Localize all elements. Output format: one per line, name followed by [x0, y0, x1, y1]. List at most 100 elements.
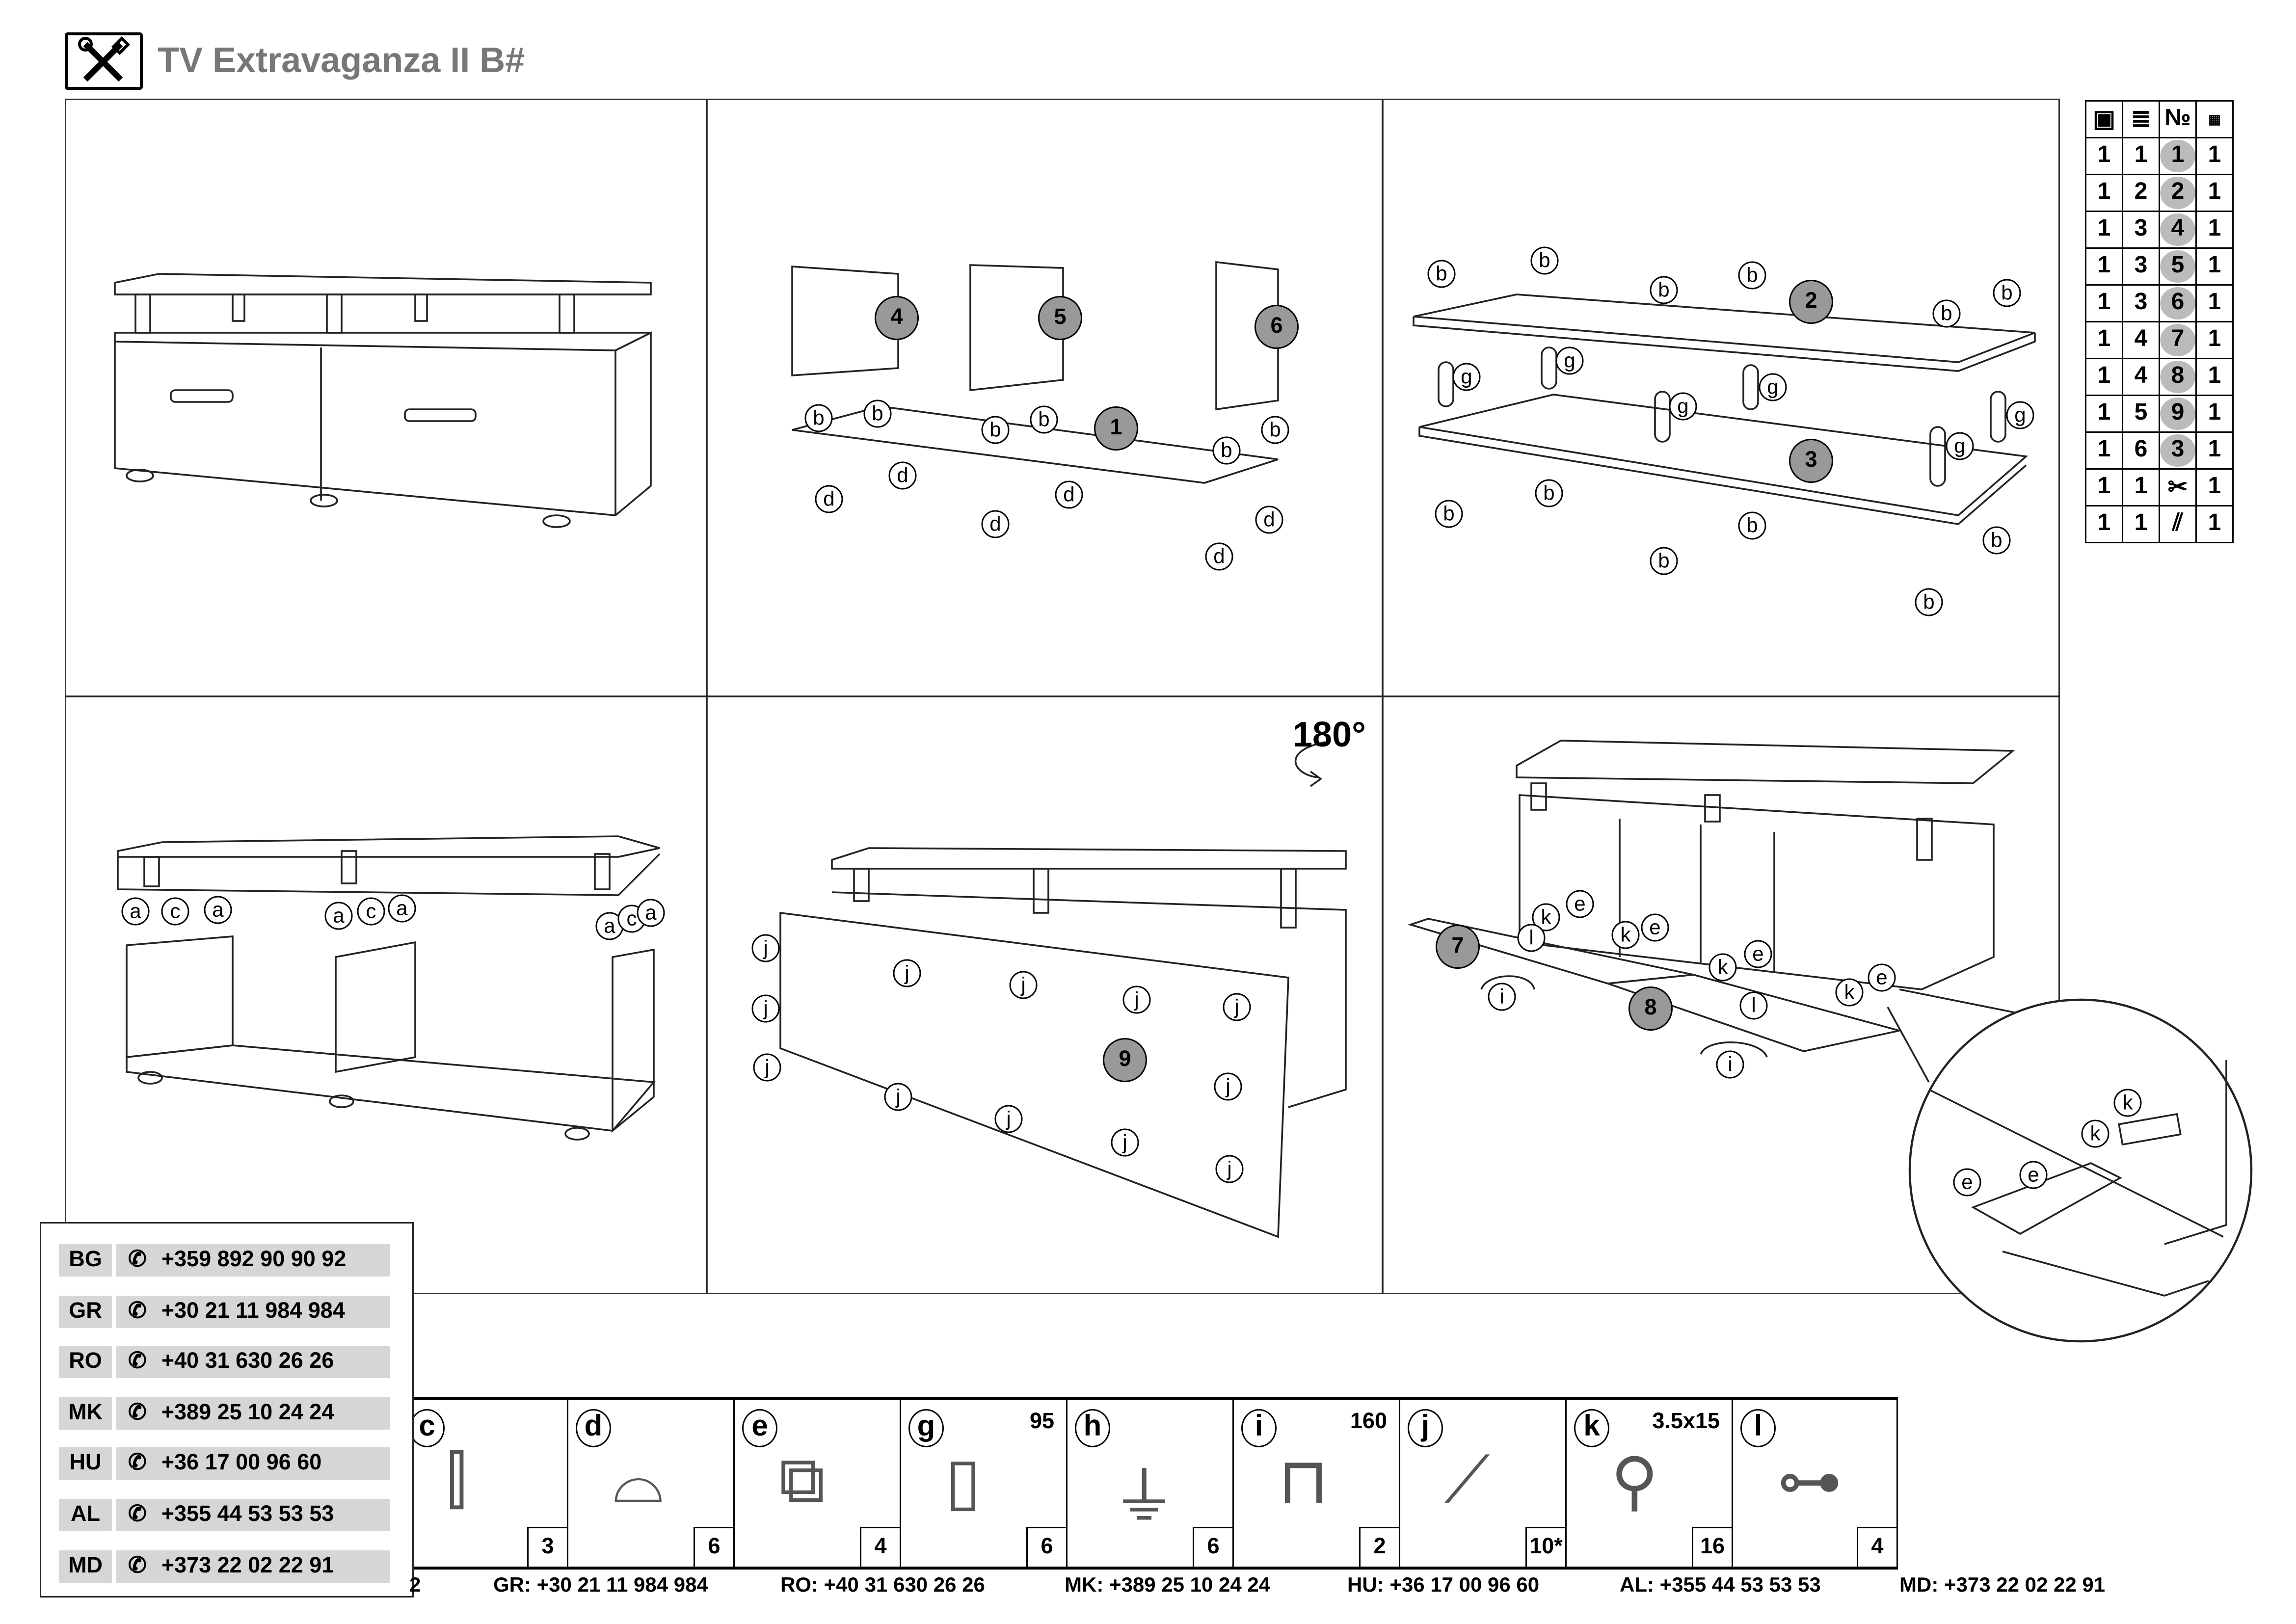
country-code: RO [59, 1346, 112, 1379]
phone-icon: ✆ [128, 1451, 147, 1476]
part-qty: 1 [2195, 174, 2234, 212]
hardware-letter: d [576, 1409, 611, 1447]
part-number-callout: 7 [1436, 925, 1480, 969]
phone-number: ✆+36 17 00 96 60 [116, 1448, 390, 1481]
hardware-qty: 3 [527, 1527, 567, 1567]
pack-number: 5 [2122, 395, 2160, 433]
pack-number: 1 [2122, 468, 2160, 506]
footer-bg-tail: 2 [409, 1572, 421, 1596]
hardware-callout: b [804, 404, 833, 432]
pack-number: 3 [2122, 211, 2160, 249]
hardware-size: 160 [1350, 1409, 1387, 1434]
phone-number: ✆ +355 44 53 53 53 [116, 1499, 390, 1531]
phone-number-text: +389 25 10 24 24 [161, 1400, 334, 1425]
part-qty: 1 [2195, 247, 2234, 286]
hardware-callout: a [637, 899, 665, 927]
hardware-callout: b [1738, 511, 1766, 540]
hardware-size: 95 [1029, 1409, 1054, 1434]
footer-item: AL: +355 44 53 53 53 [1620, 1572, 1821, 1596]
hardware-letter: k [1574, 1409, 1609, 1447]
phone-icon: ✆ [128, 1298, 147, 1323]
connector-icon: ⏚ [1112, 1462, 1176, 1534]
part-number-badge: 5 [2160, 250, 2195, 283]
country-code: BG [59, 1244, 112, 1277]
phone-icon: ✆ [128, 1349, 147, 1374]
hardware-letter: h [1075, 1409, 1110, 1447]
pack-number: 1 [2122, 505, 2160, 543]
box-count: 1 [2085, 137, 2123, 175]
part-number-badge: 9 [2160, 398, 2195, 430]
part-number-callout: 4 [875, 296, 919, 340]
pack-number: 1 [2122, 137, 2160, 175]
hardware-callout: e [1868, 963, 1896, 992]
hardware-callout: k [2113, 1089, 2142, 1117]
hardware-callout: j [1122, 985, 1151, 1014]
part-number-callout: 1 [1094, 406, 1138, 451]
hardware-callout: g [1555, 346, 1584, 375]
pages-icon: ▦ [2195, 100, 2234, 138]
number-header: № [2159, 100, 2197, 138]
hardware-qty: 6 [1193, 1527, 1232, 1567]
hardware-callout: l [1739, 991, 1768, 1020]
hardware-callout: j [753, 1053, 781, 1082]
part-number: 7 [2159, 321, 2197, 359]
phone-number-text: +355 44 53 53 53 [161, 1502, 334, 1527]
box-count: 1 [2085, 247, 2123, 286]
screw-icon: ⚲ [1611, 1446, 1658, 1518]
hardware-letter: l [1740, 1409, 1776, 1447]
hardware-callout: b [1535, 479, 1563, 507]
part-number: 3 [2159, 431, 2197, 470]
hardware-callout: j [1111, 1128, 1139, 1157]
hardware-letter: j [1408, 1409, 1443, 1447]
hardware-callout: g [1759, 373, 1787, 401]
hardware-callout: b [1915, 588, 1943, 616]
hardware-callout: c [161, 897, 189, 926]
hardware-callout: a [204, 896, 232, 924]
part-number-badge: 1 [2160, 140, 2195, 172]
country-code: HU [59, 1448, 112, 1481]
box-count: 1 [2085, 284, 2123, 322]
hardware-callout: b [981, 416, 1010, 444]
hardware-cell-l: l⊶4 [1732, 1400, 1898, 1567]
hardware-qty: 2 [1359, 1527, 1399, 1567]
tools-icon: ✂ [2159, 468, 2197, 506]
pack-number: 6 [2122, 431, 2160, 470]
leg-icon: ▯ [945, 1446, 981, 1518]
hardware-callout: b [1650, 547, 1678, 575]
hardware-callout: j [1223, 993, 1251, 1021]
phone-number: ✆+359 892 90 90 92 [116, 1244, 390, 1277]
hardware-cell-e: e⧉4 [733, 1400, 900, 1567]
phone-icon: ✆ [128, 1552, 147, 1578]
part-number-callout: 2 [1789, 280, 1833, 324]
step6-doors [1408, 740, 2253, 1343]
phone-icon: ✆ [128, 1502, 147, 1527]
hardware-callout: b [1530, 246, 1559, 275]
step1-tv-stand [114, 273, 652, 528]
hardware-callout: c [357, 897, 385, 926]
hardware-callout: i [1716, 1050, 1744, 1079]
hardware-callout: b [1427, 260, 1456, 288]
part-number: 4 [2159, 211, 2197, 249]
phone-number: ✆+40 31 630 26 26 [116, 1346, 390, 1379]
part-number-callout: 9 [1103, 1038, 1147, 1082]
hardware-callout: g [1669, 392, 1697, 421]
hardware-callout: b [1212, 436, 1241, 465]
phone-number-text: +359 892 90 90 92 [161, 1247, 347, 1272]
part-number-badge: 4 [2160, 213, 2195, 246]
pack-number: 3 [2122, 247, 2160, 286]
hardware-callout: e [2019, 1161, 2048, 1189]
phone-number: ✆+373 22 02 22 91 [116, 1549, 390, 1582]
part-number-callout: 3 [1789, 439, 1833, 483]
pack-number: 4 [2122, 321, 2160, 359]
